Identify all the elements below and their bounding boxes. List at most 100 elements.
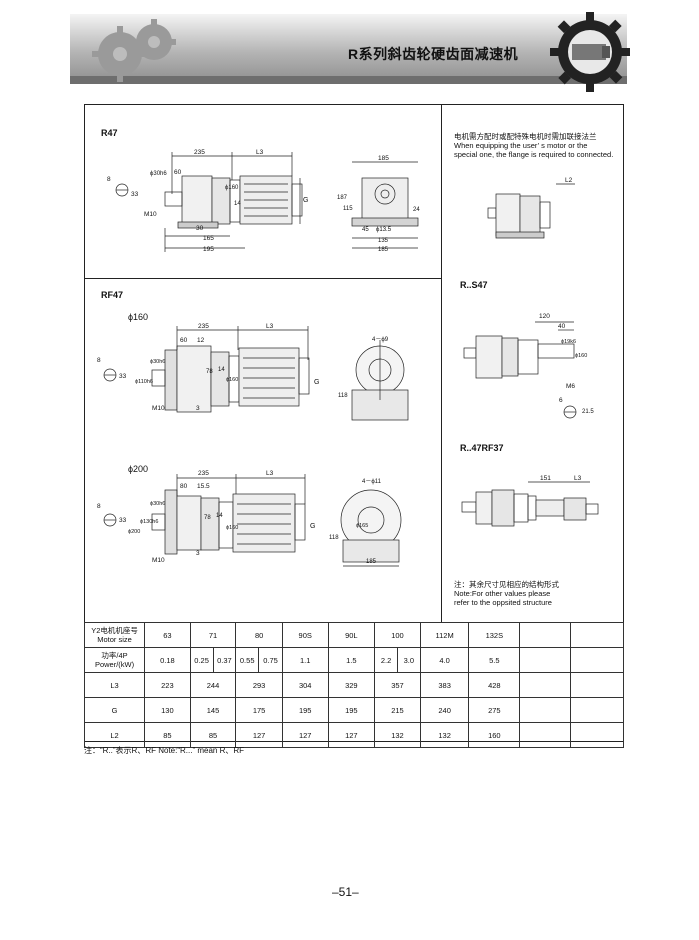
header-cn: Y2电机机座号 xyxy=(91,626,138,635)
dim-rf47a-60: 60 xyxy=(180,337,188,344)
table-cell: 132 xyxy=(419,722,470,748)
table-cell: 0.75 xyxy=(258,647,283,673)
dim-rf47b-185: 185 xyxy=(366,559,377,565)
dim-r47-60: 60 xyxy=(174,169,182,176)
table-cell: 329 xyxy=(327,672,376,698)
dim-r47-g: G xyxy=(303,197,309,204)
table-cell: 71 xyxy=(189,622,237,648)
dim-r47-phi30: ϕ30h6 xyxy=(150,171,167,177)
r47-end-view xyxy=(351,161,419,249)
table-cell xyxy=(519,672,572,698)
section-label-rf47: RF47 xyxy=(101,290,124,300)
table-cell: 175 xyxy=(235,697,283,723)
table-cell: 100 xyxy=(374,622,421,648)
dim-r47-235: 235 xyxy=(194,149,205,156)
dim-rf47b-phi130: ϕ130h6 xyxy=(140,519,159,525)
other-note-en2: refer to the oppsited structure xyxy=(454,598,552,607)
table-cell: 2.2 xyxy=(374,647,398,673)
dim-rf47b-phi30: ϕ30h6 xyxy=(150,501,166,507)
dim-r47-33: 33 xyxy=(131,191,139,198)
table-cell: 127 xyxy=(281,722,329,748)
table-cell: 223 xyxy=(144,672,191,698)
table-cell xyxy=(570,722,624,748)
dim-r47-30: 30 xyxy=(196,225,204,232)
table-cell: 90L xyxy=(327,622,376,648)
dim-r47-8: 8 xyxy=(107,176,111,183)
dim-rf47a-g: G xyxy=(314,379,320,386)
dim-rf47b-33: 33 xyxy=(119,517,127,524)
dim-rs47-m6: M6 xyxy=(566,383,576,390)
table-cell: 215 xyxy=(374,697,421,723)
dim-rf47a-12: 12 xyxy=(197,337,205,344)
table-cell: 0.25 xyxy=(189,647,214,673)
table-cell xyxy=(519,622,572,648)
table-cell: 160 xyxy=(468,722,521,748)
page-title: R系列斜齿轮硬齿面减速机 xyxy=(348,46,519,62)
dim-r47rf37-151: 151 xyxy=(540,475,551,482)
dim-rf47a-3: 3 xyxy=(196,405,200,412)
dim-rs47-40: 40 xyxy=(558,323,566,330)
flange-note: 电机需方配时或配特殊电机时需加联接法兰 When equipping the u… xyxy=(454,132,624,159)
table-header-cell: G xyxy=(83,697,146,723)
flange-variant-view xyxy=(487,183,575,239)
table-cell: 130 xyxy=(144,697,191,723)
table-cell: 244 xyxy=(189,672,237,698)
dim-rf47b-3: 3 xyxy=(196,550,200,557)
dim-r47-195: 195 xyxy=(203,246,214,253)
dim-rf47b-phi200: ϕ200 xyxy=(128,529,141,535)
dim-rs47-phi160: ϕ160 xyxy=(575,353,588,359)
dim-r47-135: 135 xyxy=(378,238,389,244)
table-cell: 383 xyxy=(419,672,470,698)
flange-note-en2: special one, the flange is required to c… xyxy=(454,150,614,159)
dim-rf47a-m10: M10 xyxy=(152,405,165,412)
table-row: G 130 145 175 195 195 215 240 275 xyxy=(83,697,624,723)
table-cell: 63 xyxy=(144,622,191,648)
table-row: L3 223 244 293 304 329 357 383 428 xyxy=(83,672,624,698)
r47rf37-view xyxy=(461,481,599,527)
section-label-r47: R47 xyxy=(101,128,118,138)
header-underline xyxy=(70,76,627,84)
table-cell: 90S xyxy=(281,622,329,648)
dim-rf47b-phi165: ϕ165 xyxy=(356,523,369,529)
dim-rf47b-phi160: ϕ160 xyxy=(226,525,239,531)
dim-rf47a-49: 4－ϕ9 xyxy=(372,337,389,343)
table-row: L2 85 85 127 127 127 132 132 160 xyxy=(83,722,624,748)
table-cell: 275 xyxy=(468,697,521,723)
dim-rf47a-8: 8 xyxy=(97,357,101,364)
dim-rf47a-78: 78 xyxy=(206,369,213,375)
gear-cluster-left-icon xyxy=(92,19,176,82)
dim-rf47b-118: 118 xyxy=(329,535,339,541)
table-cell: 0.37 xyxy=(212,647,237,673)
section-label-phi200: ϕ200 xyxy=(128,464,149,474)
flange-note-cn: 电机需方配时或配特殊电机时需加联接法兰 xyxy=(454,132,597,141)
dim-rf47a-phi110: ϕ110h6 xyxy=(135,379,153,385)
table-cell: 0.18 xyxy=(144,647,191,673)
dim-r47-phi160: ϕ160 xyxy=(225,185,239,191)
dim-r47-14: 14 xyxy=(234,201,241,207)
dim-r47-115: 115 xyxy=(343,206,353,212)
table-cell: 293 xyxy=(235,672,283,698)
dim-flange-l2: L2 xyxy=(565,177,573,184)
section-label-rs47: R..S47 xyxy=(460,280,488,290)
table-cell: 5.5 xyxy=(468,647,521,673)
table-header-cell: L2 xyxy=(83,722,146,748)
dim-r47-185b: 185 xyxy=(378,247,389,253)
section-label-phi160: ϕ160 xyxy=(128,312,149,322)
dim-r47rf37-l3: L3 xyxy=(574,475,582,482)
dim-r47-45: 45 xyxy=(362,227,369,233)
table-cell: 4.0 xyxy=(419,647,470,673)
header-en: Motor size xyxy=(97,635,132,644)
table-cell: 1.1 xyxy=(281,647,329,673)
table-cell xyxy=(519,722,572,748)
table-cell: 304 xyxy=(281,672,329,698)
table-cell xyxy=(519,647,572,673)
dim-rf47b-78: 78 xyxy=(204,515,211,521)
table-cell: 195 xyxy=(281,697,329,723)
table-cell: 240 xyxy=(419,697,470,723)
header-cn: 功率/4P xyxy=(101,651,128,660)
dim-r47-165: 165 xyxy=(203,235,214,242)
flange-note-en1: When equipping the user’ s motor or the xyxy=(454,141,588,150)
